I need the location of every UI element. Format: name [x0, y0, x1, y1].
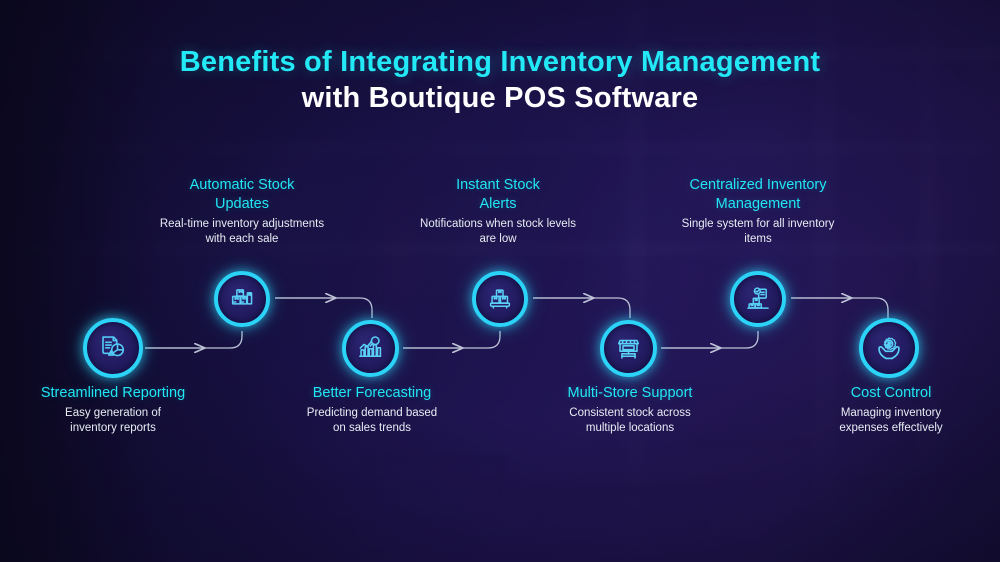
page-title-line-2: with Boutique POS Software [301, 82, 699, 114]
step-4-desc-line-1: Notifications when stock levels [420, 218, 576, 230]
step-2-title-line-1: Automatic Stock [189, 177, 295, 193]
step-1-title: Streamlined Reporting [40, 385, 186, 401]
step-6-icon-circle[interactable] [730, 271, 786, 327]
step-5-title: Multi-Store Support [567, 385, 693, 401]
step-5-desc-line-2: multiple locations [585, 422, 675, 434]
step-5-desc-line-1: Consistent stock across [569, 407, 691, 419]
boxes-pyramid-icon [489, 289, 511, 309]
step-7-desc-line-2: expenses effectively [839, 422, 943, 434]
step-7-desc-line-1: Managing inventory [840, 407, 942, 419]
step-3-desc-line-2: on sales trends [333, 422, 411, 434]
step-2-label: Automatic Stock Updates Real-time invent… [130, 176, 354, 247]
step-4-icon-circle[interactable] [472, 271, 528, 327]
report-document-piechart-icon [102, 336, 125, 357]
step-1-desc-line-1: Easy generation of [65, 407, 161, 419]
step-5-label: Multi-Store Support Consistent stock acr… [520, 384, 740, 436]
stacked-boxes-icon [231, 289, 253, 305]
step-3-desc-line-1: Predicting demand based [306, 407, 438, 419]
step-7-label: Cost Control Managing inventory expenses… [786, 384, 996, 436]
step-2-desc-line-1: Real-time inventory adjustments [159, 218, 325, 230]
step-4-title-line-2: Alerts [479, 196, 517, 212]
step-2-icon-circle[interactable] [214, 271, 270, 327]
step-6-label: Centralized Inventory Management Single … [648, 176, 868, 247]
step-1-desc-line-2: inventory reports [70, 422, 156, 434]
step-6-desc-line-1: Single system for all inventory [681, 218, 835, 230]
step-1-label: Streamlined Reporting Easy generation of… [0, 384, 226, 436]
boxes-checklist-icon [747, 287, 769, 309]
step-3-label: Better Forecasting Predicting demand bas… [262, 384, 482, 436]
step-7-title: Cost Control [850, 385, 932, 401]
bar-chart-magnifier-icon [359, 336, 382, 358]
step-2-desc-line-2: with each sale [205, 233, 279, 245]
step-2-title-line-2: Updates [214, 196, 269, 212]
step-7-icon-circle[interactable] [859, 318, 919, 378]
page-title-line-1: Benefits of Integrating Inventory Manage… [179, 46, 821, 78]
step-1-icon-circle[interactable] [83, 318, 143, 378]
step-3-title: Better Forecasting [312, 385, 432, 401]
storefront-network-icon [617, 339, 640, 359]
step-3-icon-circle[interactable] [342, 320, 399, 377]
step-4-desc-line-2: are low [479, 233, 517, 245]
step-6-title-line-1: Centralized Inventory [689, 177, 827, 193]
hands-holding-money-icon [878, 337, 900, 360]
step-4-label: Instant Stock Alerts Notifications when … [388, 176, 608, 247]
header: Benefits of Integrating Inventory Manage… [0, 44, 1000, 116]
step-4-title-line-1: Instant Stock [456, 177, 540, 193]
step-5-icon-circle[interactable] [600, 320, 657, 377]
step-6-title-line-2: Management [715, 196, 801, 212]
step-6-desc-line-2: items [744, 233, 772, 245]
